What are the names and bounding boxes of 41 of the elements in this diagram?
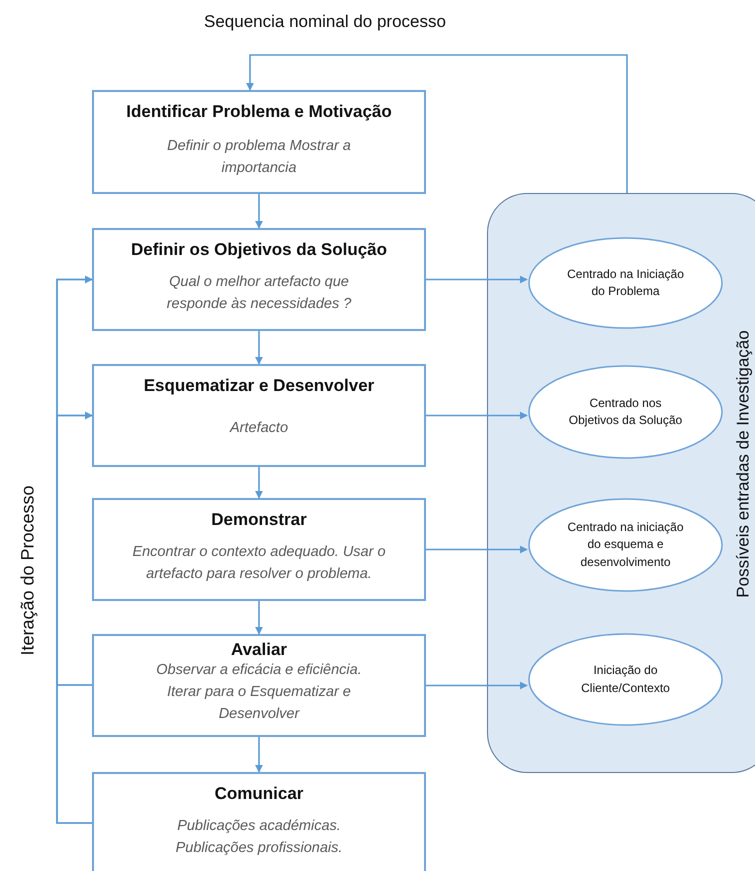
step-description: Definir o problema Mostrar a importancia bbox=[166, 137, 352, 178]
arrow bbox=[56, 412, 93, 824]
arrow bbox=[426, 682, 528, 690]
step-description: Publicações académicas. Publicações profissionais. bbox=[174, 817, 344, 858]
arrow bbox=[255, 737, 263, 773]
step-title: Definir os Objetivos da Solução bbox=[130, 240, 388, 260]
process-box bbox=[92, 634, 426, 737]
sequence-label: Sequencia nominal do processo bbox=[204, 12, 446, 32]
entry-text: Centrado nos Objetivos da Solução bbox=[568, 394, 684, 429]
arrow bbox=[255, 194, 263, 229]
step-title: Demonstrar bbox=[210, 510, 308, 530]
step-title: Identificar Problema e Motivação bbox=[125, 102, 393, 122]
arrow bbox=[246, 54, 628, 193]
step-description: Qual o melhor artefacto que responde às necessidades ? bbox=[166, 273, 352, 314]
step-description: Encontrar o contexto adequado. Usar o artefacto para resolver o problema. bbox=[131, 543, 387, 584]
entry-ellipse bbox=[528, 237, 723, 329]
entry-text: Iniciação do Cliente/Contexto bbox=[580, 662, 671, 696]
arrow bbox=[426, 276, 528, 284]
input-panel bbox=[487, 193, 755, 773]
entry-ellipse bbox=[528, 633, 723, 726]
step-title: Esquematizar e Desenvolver bbox=[142, 376, 376, 396]
step-title: Comunicar bbox=[214, 784, 304, 804]
step-title: Avaliar bbox=[230, 640, 288, 660]
process-box bbox=[92, 364, 426, 467]
loop-label: Iteração do Processo bbox=[18, 484, 39, 656]
panel-heading: Possíveis entradas de Investigação bbox=[733, 330, 754, 598]
entry-text: Centrado na Iniciação do Problema bbox=[566, 266, 684, 300]
step-description: Observar a eficácia e eficiência. Iterar para o Esquematizar e Desenvolver bbox=[155, 661, 363, 724]
entry-text: Centrado na iniciação do esquema e desenvolvimento bbox=[566, 518, 684, 571]
arrow bbox=[255, 331, 263, 365]
arrow bbox=[255, 467, 263, 499]
arrow bbox=[255, 601, 263, 635]
process-box bbox=[92, 228, 426, 331]
entry-ellipse bbox=[528, 498, 723, 592]
process-box bbox=[92, 772, 426, 871]
arrow bbox=[426, 412, 528, 420]
entry-ellipse bbox=[528, 365, 723, 459]
step-description: Artefacto bbox=[228, 419, 290, 438]
process-box bbox=[92, 498, 426, 601]
arrow bbox=[426, 546, 528, 554]
process-box bbox=[92, 90, 426, 194]
